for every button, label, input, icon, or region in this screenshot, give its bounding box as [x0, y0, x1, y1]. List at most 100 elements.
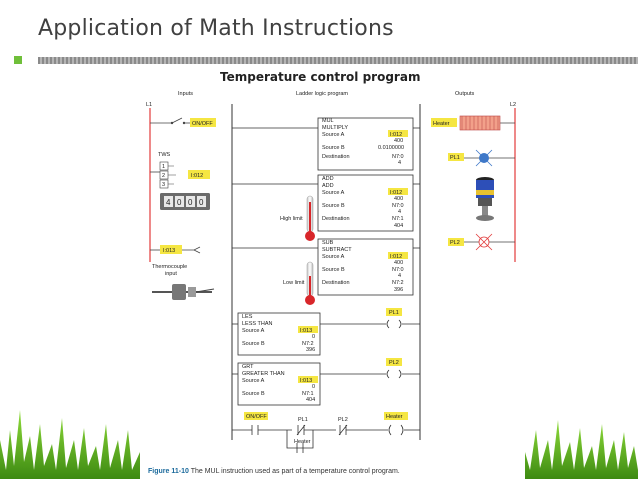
thermo-label-1: Thermocouple [152, 264, 187, 270]
tws-address: I:012 [191, 173, 203, 179]
mul-dest-addr: N7:0 [392, 154, 404, 160]
sub-name: SUBTRACT [322, 247, 352, 253]
sub-tag: SUB [322, 240, 334, 246]
pl2-coil-label: PL2 [389, 360, 399, 366]
figure-caption: Figure 11-10 The MUL instruction used as… [148, 468, 400, 475]
slide-title: Application of Math Instructions [38, 16, 394, 41]
les-tag: LES [242, 314, 253, 320]
add-name: ADD [322, 183, 334, 189]
thumbwheel-3: 3 [162, 182, 165, 188]
sub-block [317, 238, 414, 296]
tws-digit-2: 0 [177, 198, 182, 207]
grass-decoration [0, 410, 638, 479]
heater-output-label: Heater [433, 121, 450, 127]
mul-source-b-val: 0.0100000 [378, 145, 404, 151]
grt-source-b-label: Source B [242, 391, 265, 397]
tws-digit-4: 0 [199, 198, 204, 207]
thumbwheel-1: 1 [162, 164, 165, 170]
rail-l2-label: L2 [510, 102, 516, 108]
pl1-pilot-light-icon [475, 149, 493, 167]
add-source-a-val: 400 [394, 196, 403, 202]
add-source-a-addr: I:012 [390, 190, 402, 196]
add-dest-val: 404 [394, 223, 403, 229]
les-name: LESS THAN [242, 321, 272, 327]
pl2-output-label: PL2 [450, 240, 460, 246]
grt-tag: GRT [242, 364, 254, 370]
outputs-header: Outputs [455, 91, 475, 97]
pl2-coil-symbol-icon [386, 369, 402, 379]
slide-subtitle: Temperature control program [220, 70, 421, 84]
pl1-output-label: PL1 [450, 155, 460, 161]
heater-element-icon [459, 115, 501, 131]
heater-seal-contact-icon [296, 443, 304, 453]
last-rung-pl2-label: PL2 [338, 417, 348, 423]
sub-source-a-label: Source A [322, 254, 345, 260]
les-source-a-label: Source A [242, 328, 265, 334]
thermocouple-probe-icon [152, 284, 215, 300]
mul-name: MULTIPLY [322, 125, 348, 131]
high-limit-label: High limit [280, 216, 303, 222]
sub-source-b-val: 4 [398, 273, 401, 279]
sub-dest-val: 396 [394, 287, 403, 293]
last-rung-heater-branch-label: Heater [294, 439, 311, 445]
mul-tag: MUL [322, 118, 334, 124]
mul-source-a-val: 400 [394, 138, 403, 144]
add-tag: ADD [322, 176, 334, 182]
title-underline-bar [38, 57, 638, 64]
add-source-b-val: 4 [398, 209, 401, 215]
les-source-a-val: 0 [312, 334, 315, 340]
les-source-b-addr: N7:2 [302, 341, 314, 347]
stack-light-icon [476, 177, 494, 221]
low-limit-label: Low limit [283, 280, 305, 286]
add-dest-addr: N7:1 [392, 216, 404, 222]
add-block [317, 174, 414, 232]
onoff-label: ON/OFF [192, 121, 213, 127]
figure-caption-text: The MUL instruction used as part of a te… [190, 468, 400, 475]
grt-source-b-addr: N7:1 [302, 391, 314, 397]
onoff-label-box [190, 118, 216, 127]
grt-source-a-label: Source A [242, 378, 265, 384]
last-rung-pl1-label: PL1 [298, 417, 308, 423]
mul-block [317, 117, 414, 171]
tws-digit-3: 0 [188, 198, 193, 207]
low-limit-thermometer-icon [305, 261, 315, 305]
mul-source-a-label: Source A [322, 132, 345, 138]
sub-source-b-addr: N7:0 [392, 267, 404, 273]
pl1-coil-symbol-icon [386, 319, 402, 329]
thermo-label-2: input [165, 271, 177, 277]
mul-dest-label: Destination [322, 154, 350, 160]
add-source-b-label: Source B [322, 203, 345, 209]
mul-dest-val: 4 [398, 160, 401, 166]
sub-dest-label: Destination [322, 280, 350, 286]
ladder-header: Ladder logic program [296, 91, 348, 97]
grt-name: GREATER THAN [242, 371, 285, 377]
pl1-coil-label: PL1 [389, 310, 399, 316]
onoff-switch-icon [171, 117, 183, 124]
les-source-b-label: Source B [242, 341, 265, 347]
high-limit-thermometer-icon [305, 195, 315, 241]
sub-source-a-addr: I:012 [390, 254, 402, 260]
les-source-b-val: 396 [306, 347, 315, 353]
thermo-address: I:013 [163, 248, 175, 254]
add-source-b-addr: N7:0 [392, 203, 404, 209]
grt-source-a-val: 0 [312, 384, 315, 390]
last-rung-heater-label: Heater [386, 414, 403, 420]
inputs-header: Inputs [178, 91, 193, 97]
thermocouple-symbol-icon [182, 246, 201, 254]
heater-coil-symbol-icon [388, 424, 404, 436]
pl2-pilot-light-icon [475, 233, 493, 251]
mul-source-b-label: Source B [322, 145, 345, 151]
mul-source-a-addr: I:012 [390, 132, 402, 138]
les-source-a-addr: I:013 [300, 328, 312, 334]
rail-l1-label: L1 [146, 102, 152, 108]
grt-source-a-addr: I:013 [300, 378, 312, 384]
accent-square [14, 56, 22, 64]
add-source-a-label: Source A [322, 190, 345, 196]
tws-digit-1: 4 [166, 198, 171, 207]
grt-block [237, 362, 321, 406]
sub-dest-addr: N7:2 [392, 280, 404, 286]
figure-number: Figure 11-10 [148, 468, 189, 475]
grt-source-b-val: 404 [306, 397, 315, 403]
thumbwheel-2: 2 [162, 173, 165, 179]
